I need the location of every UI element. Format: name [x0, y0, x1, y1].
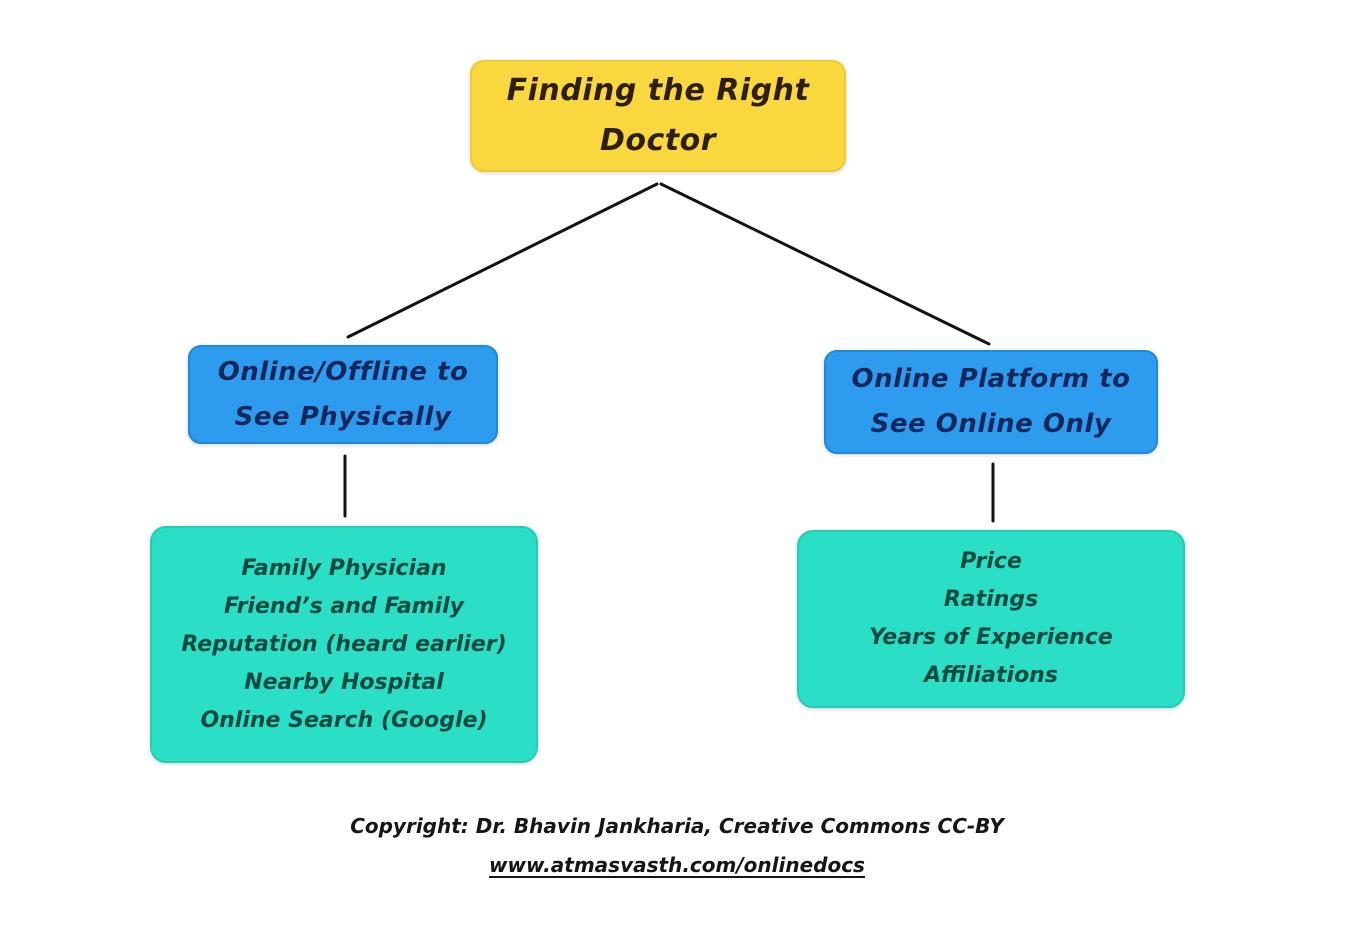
list-item: Reputation (heard earlier) — [181, 631, 507, 657]
site-link[interactable]: www.atmasvasth.com/onlinedocs — [489, 853, 865, 877]
list-item: Online Search (Google) — [200, 707, 488, 733]
connector-root-to-right-branch — [659, 182, 991, 346]
root-node-label-line1: Finding the Right — [506, 73, 810, 108]
list-item: Family Physician — [241, 555, 447, 581]
branch-left-label-line2: See Physically — [234, 401, 452, 432]
leaf-node-online-criteria: Price Ratings Years of Experience Affili… — [797, 530, 1185, 708]
list-item: Price — [960, 549, 1022, 574]
list-item: Friend’s and Family — [223, 593, 465, 619]
list-item: Ratings — [943, 587, 1039, 612]
leaf-node-physical-options: Family Physician Friend’s and Family Rep… — [150, 526, 538, 763]
footer: Copyright: Dr. Bhavin Jankharia, Creativ… — [0, 812, 1354, 878]
list-item: Affiliations — [924, 663, 1058, 688]
branch-left-label-line1: Online/Offline to — [217, 356, 469, 387]
copyright-text: Copyright: Dr. Bhavin Jankharia, Creativ… — [350, 814, 1004, 838]
root-node-label-line2: Doctor — [599, 123, 717, 158]
list-item: Years of Experience — [869, 625, 1113, 650]
branch-right-label-line2: See Online Only — [870, 409, 1112, 439]
branch-right-label-line1: Online Platform to — [851, 364, 1131, 394]
root-node: Finding the Right Doctor — [470, 60, 846, 172]
list-item: Nearby Hospital — [244, 669, 444, 695]
connector-root-to-left-branch — [346, 182, 659, 339]
branch-node-online-platform: Online Platform to See Online Only — [824, 350, 1158, 454]
branch-node-online-offline: Online/Offline to See Physically — [188, 345, 498, 444]
